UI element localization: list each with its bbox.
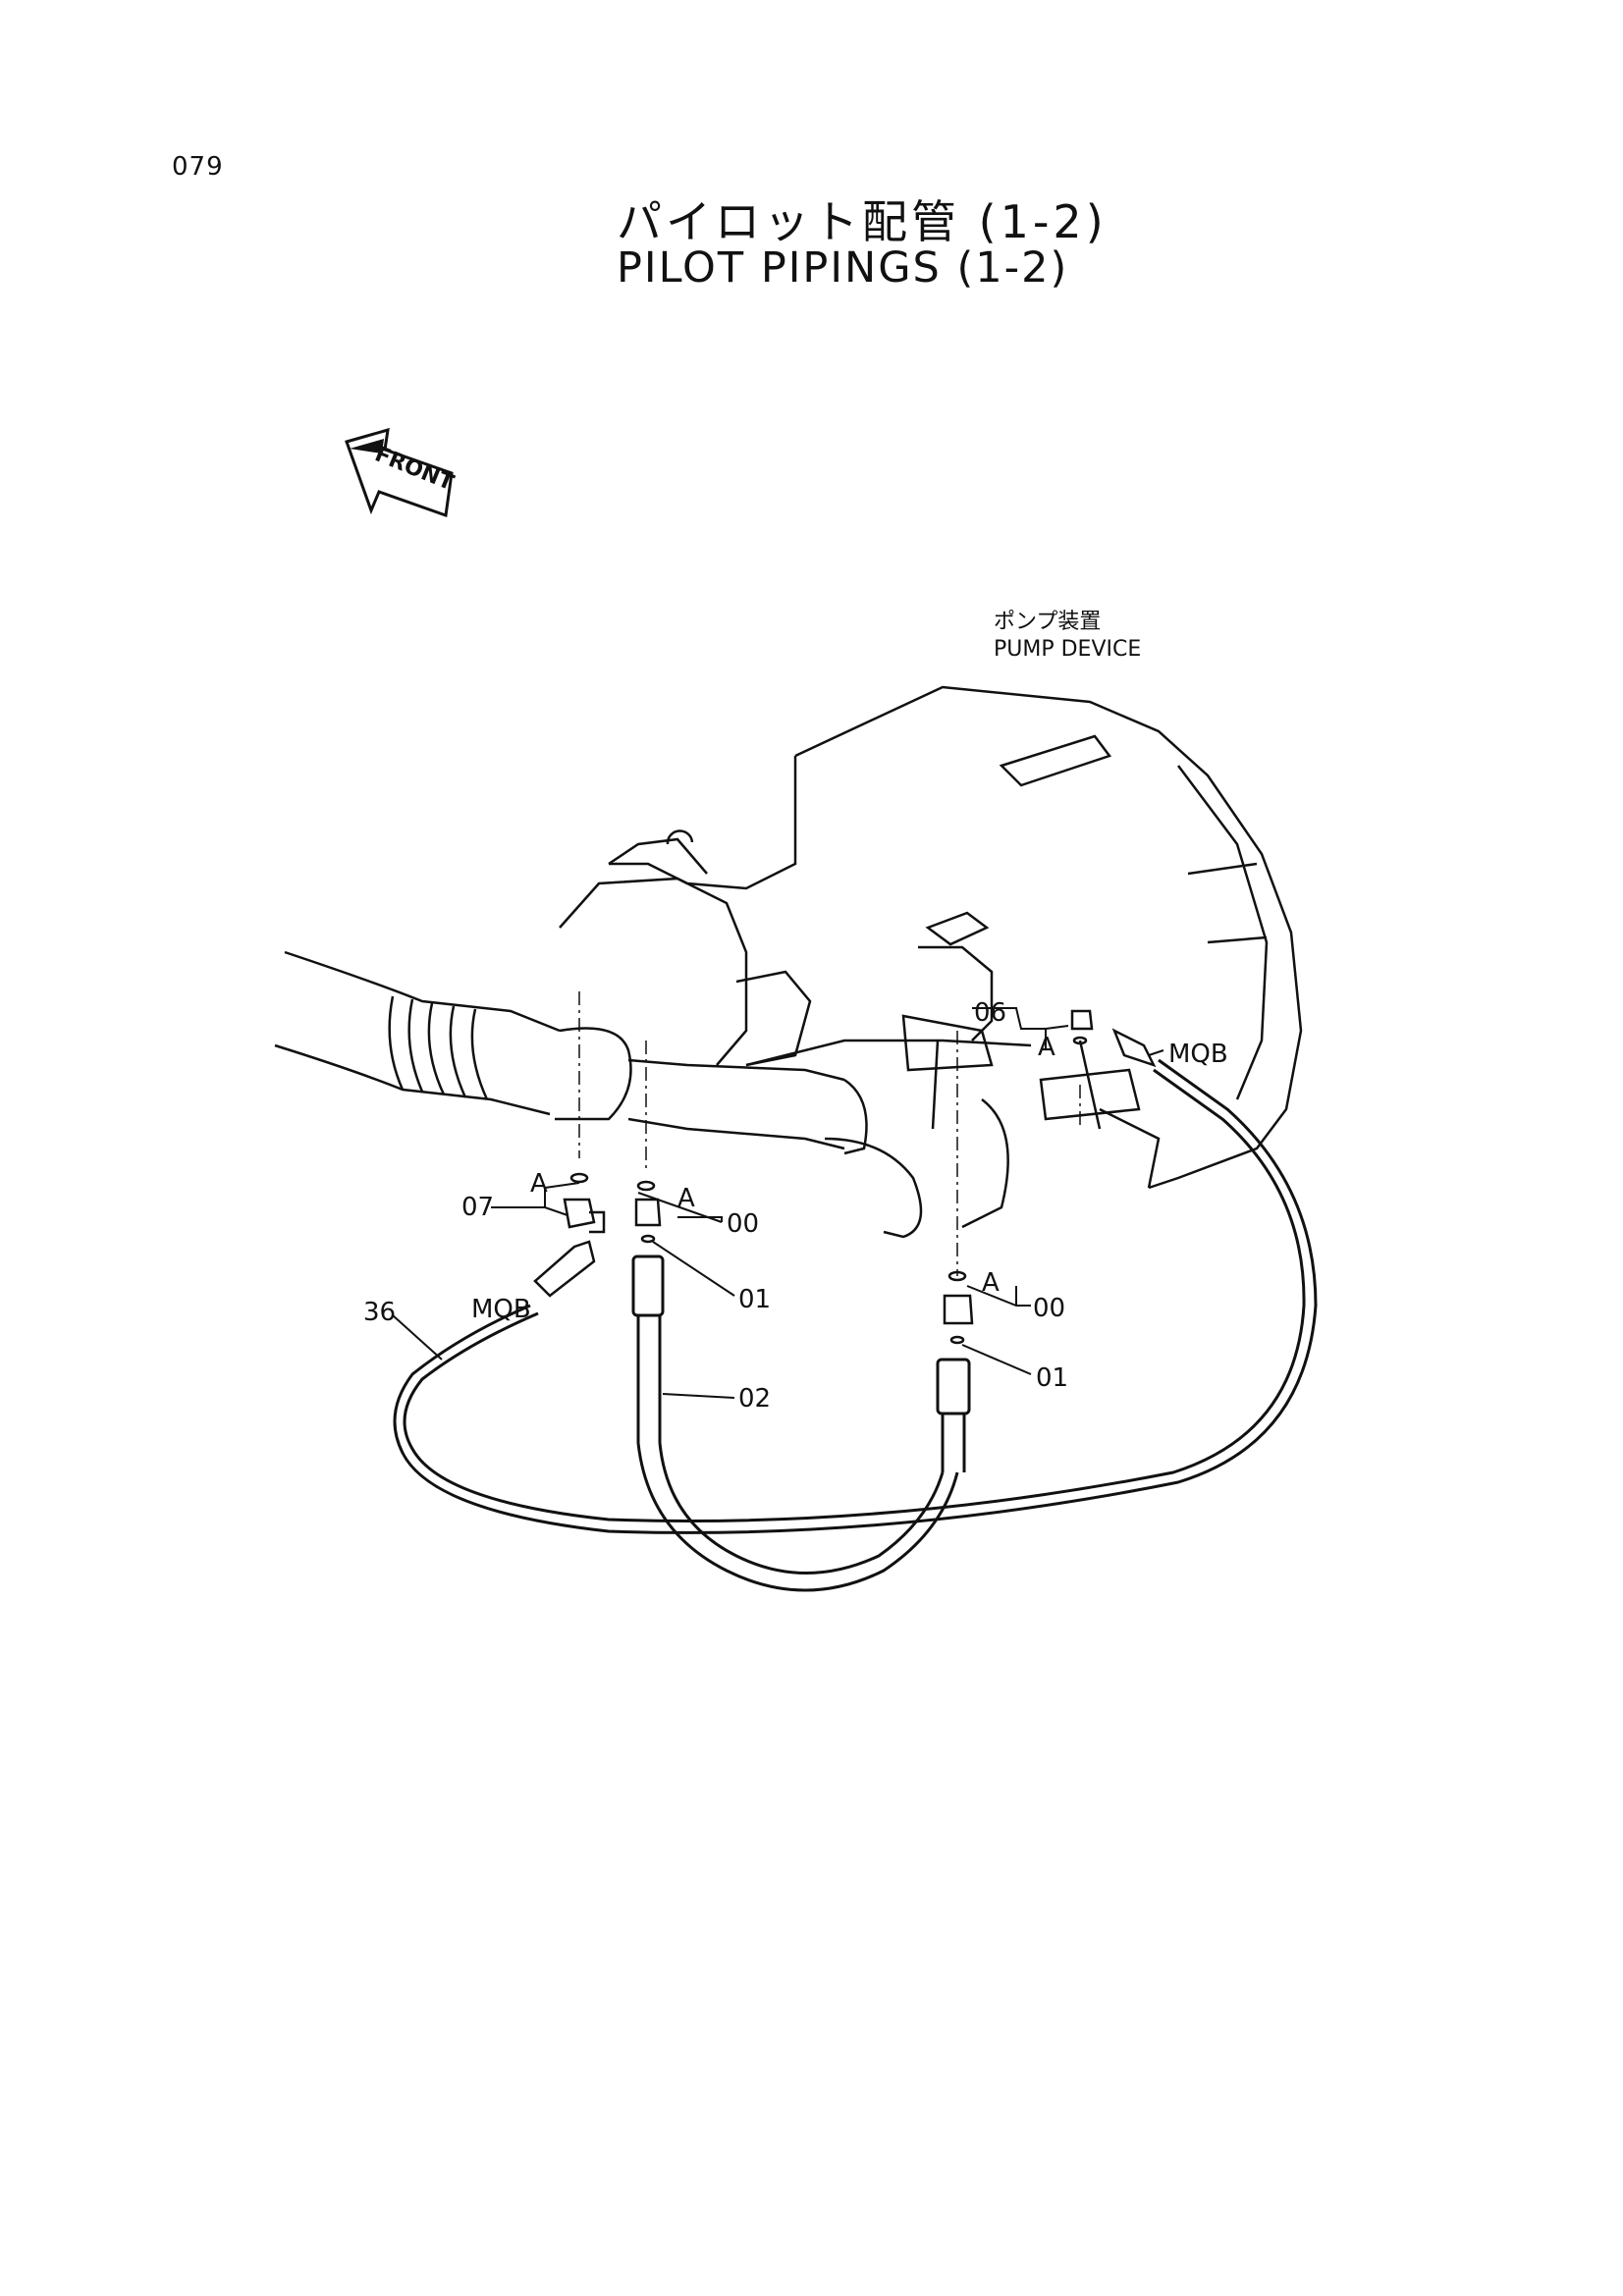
callout-a-4: A xyxy=(982,1268,1000,1298)
component-label-english: PUMP DEVICE xyxy=(994,637,1141,662)
callout-a-1: A xyxy=(1038,1033,1055,1062)
pilot-hose-right xyxy=(936,1358,971,1472)
callout-36: 36 xyxy=(363,1298,396,1327)
callout-00-right: 00 xyxy=(1033,1294,1065,1323)
callout-06: 06 xyxy=(974,998,1006,1028)
callout-a-2: A xyxy=(530,1169,548,1199)
pilot-hose-36 xyxy=(393,1058,1318,1534)
callout-mqb-left: MQB xyxy=(471,1295,531,1324)
suction-hose-outline xyxy=(274,950,1009,1239)
callout-mqb-top: MQB xyxy=(1168,1040,1228,1069)
pilot-hose-02 xyxy=(631,1255,959,1592)
page-number: 079 xyxy=(172,152,224,182)
component-label-japanese: ポンプ装置 xyxy=(994,610,1101,634)
callout-01-right: 01 xyxy=(1036,1363,1068,1393)
callout-02: 02 xyxy=(738,1384,771,1414)
callout-leaders xyxy=(392,1007,1164,1399)
callout-07: 07 xyxy=(461,1193,494,1222)
pump-device-outline xyxy=(559,685,1303,1190)
page-title-english: PILOT PIPINGS (1-2) xyxy=(617,243,1069,293)
assembly-centerlines xyxy=(578,991,1081,1276)
front-label: FRONT xyxy=(371,442,457,496)
callout-01-left: 01 xyxy=(738,1285,771,1314)
front-arrow-icon: FRONT xyxy=(345,427,457,518)
fittings xyxy=(533,1009,1157,1345)
callout-a-3: A xyxy=(677,1184,695,1213)
page-title-japanese: パイロット配管 (1-2) xyxy=(617,195,1108,248)
callout-00-left: 00 xyxy=(727,1209,759,1239)
